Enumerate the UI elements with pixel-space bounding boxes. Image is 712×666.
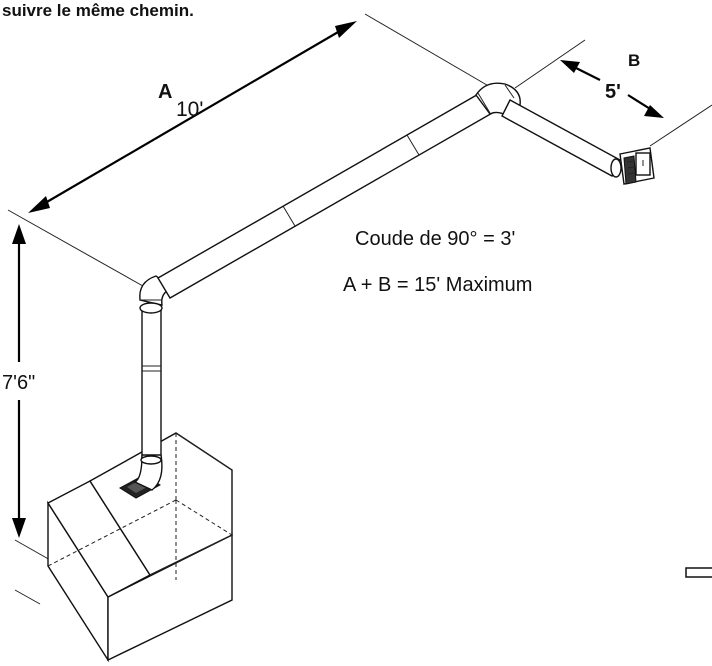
label-a: A [158,81,172,103]
label-height: 7'6" [2,372,35,394]
dimension-arrow-a [28,21,357,213]
dimension-arrow-height [12,224,26,538]
label-b-length: 5' [605,81,621,103]
max-length-note: A + B = 15' Maximum [343,274,532,296]
horizontal-vent-pipe-b [501,99,622,178]
elbow-note: Coude de 90° = 3' [355,228,515,250]
label-b: B [628,51,640,70]
vertical-vent-pipe [133,309,163,491]
top-caption: suivre le même chemin. [2,1,194,20]
dimension-arrow-b [560,60,664,118]
cropped-symbol [685,567,712,578]
furnace-cabinet [46,432,233,663]
horizontal-vent-pipe-a [157,91,495,299]
wall-terminal-icon [619,147,655,185]
label-a-length: 10' [176,98,203,121]
